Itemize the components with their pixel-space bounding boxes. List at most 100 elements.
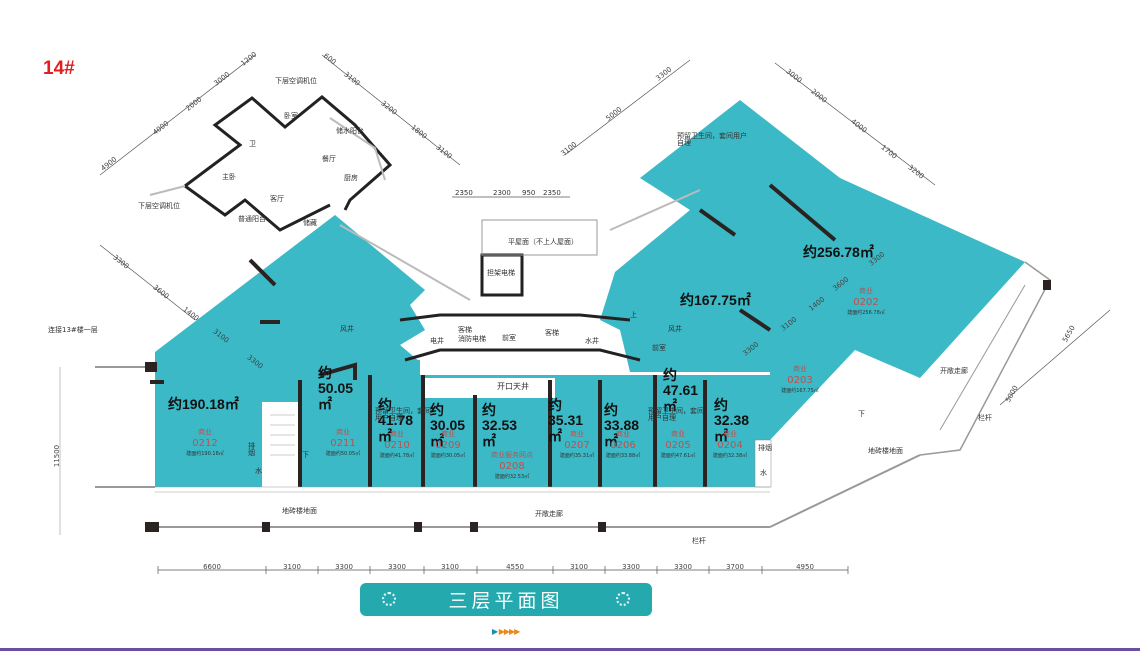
page-indicator-arrows-icon: ▶ ▶▶▶▶	[492, 627, 520, 636]
unit-area-right	[600, 100, 1025, 440]
bottom-dimension-line	[157, 566, 849, 574]
dimension-label: 4550	[506, 563, 524, 571]
floor-title: 三层平面图	[448, 590, 564, 612]
open-corridor-right-label: 开敞走廊	[940, 367, 968, 375]
unit-area-note: 建面约33.88㎡	[605, 452, 641, 459]
central-core	[339, 189, 701, 362]
reserved-wc-note: 预留卫生间，套间用户自理	[677, 132, 747, 147]
room-master: 主卧	[222, 173, 236, 181]
air-shaft-right-label: 风井	[668, 325, 682, 333]
smoke-duct-label: 排烟	[248, 442, 255, 457]
unit-number: 0211	[330, 438, 356, 450]
unit-number: 0203	[787, 375, 813, 387]
open-corridor-label: 开敞走廊	[535, 510, 563, 518]
room-living: 客厅	[270, 195, 284, 203]
unit-kind: 商业	[335, 428, 350, 436]
unit-kind: 商业服务网点	[491, 451, 533, 459]
unit-kind: 商业	[198, 428, 212, 436]
water-label: 水	[255, 467, 262, 475]
dimension-label: 3300	[335, 563, 353, 571]
unit-number: 0208	[499, 461, 525, 473]
unit-approx-area: 约256.78㎡	[803, 244, 874, 260]
floor-tiles-label: 地砖楼地面	[282, 507, 317, 515]
unit-area-note: 建面约35.31㎡	[559, 452, 595, 459]
room-bath: 卫	[249, 140, 256, 148]
unit-area-note: 建面约167.75㎡	[781, 387, 819, 394]
dimension-label: 2350	[543, 189, 561, 197]
unit-area-note: 建面约30.05㎡	[430, 452, 466, 459]
rosette-icon	[382, 592, 396, 606]
dimension-label: 3300	[674, 563, 692, 571]
room-storage: 储藏	[303, 219, 317, 227]
unit-kind: 商业	[569, 430, 584, 438]
fire-lift-label: 消防电梯	[458, 335, 486, 343]
dimension-label: 11500	[53, 444, 62, 468]
reserved-wc-note: 预留卫生间，套间用户自理	[648, 407, 704, 422]
atrium-label: 开口天井	[497, 382, 529, 391]
unit-area-note: 建面约256.78㎡	[847, 309, 885, 316]
ac-unit-lower-label: 下层空调机位	[138, 202, 180, 210]
dimension-label: 3100	[441, 563, 459, 571]
dimension-label: 2300	[493, 189, 511, 197]
upper-apartment-outline	[149, 95, 393, 232]
unit-approx-area: 约167.75㎡	[680, 292, 751, 308]
room-bedroom: 卧室	[284, 112, 298, 120]
railing-right-label: 栏杆	[978, 414, 992, 422]
floor-tiles-right-label: 地砖楼地面	[868, 447, 903, 455]
unit-number: 0209	[435, 440, 461, 452]
unit-area-note: 建面约32.38㎡	[712, 452, 748, 459]
stair-up-label: 上	[630, 311, 637, 319]
unit-area-note: 建面约190.18㎡	[186, 450, 224, 457]
room-kitchen: 厨房	[344, 174, 358, 182]
lobby-label: 前室	[502, 334, 516, 342]
unit-kind: 商业	[859, 287, 873, 295]
dimension-label: 3300	[388, 563, 406, 571]
dimension-label: 6600	[203, 563, 221, 571]
corridor-railing	[59, 261, 1051, 535]
unit-approx-area: 约 30.05㎡	[430, 402, 466, 449]
dimension-label: 4950	[796, 563, 814, 571]
room-balcony: 普通阳台	[238, 215, 266, 223]
unit-number: 0205	[665, 440, 691, 452]
floor-title-banner: 三层平面图	[360, 583, 652, 616]
building-number: 14#	[43, 58, 75, 79]
water-right-label: 水	[760, 469, 767, 477]
walls	[150, 183, 837, 487]
unit-number: 0202	[853, 297, 879, 309]
unit-number: 0206	[610, 440, 636, 452]
stair-core-left	[262, 402, 302, 487]
dimension-label: 950	[522, 189, 536, 197]
dimension-label: 3100	[570, 563, 588, 571]
dimension-label: 3300	[622, 563, 640, 571]
connect-building-13-label: 连接13#楼一层	[48, 326, 98, 334]
corridor-columns	[145, 280, 1051, 532]
diagonal-dimension-lines	[99, 54, 1111, 406]
unit-kind: 商业	[670, 430, 685, 438]
electric-shaft-label: 电井	[430, 337, 444, 345]
passenger-lift-right-label: 客梯	[545, 329, 559, 337]
unit-number: 0207	[564, 440, 590, 452]
air-shaft-left-label: 风井	[340, 325, 354, 333]
ac-unit-upper-label: 下层空调机位	[275, 77, 317, 85]
stair-left	[270, 414, 295, 456]
dimension-label: 3700	[726, 563, 744, 571]
unit-area-note: 建面约47.61㎡	[660, 452, 696, 459]
lobby-right-label: 前室	[652, 344, 666, 352]
unit-number: 0212	[192, 438, 218, 450]
unit-area-note: 建面约50.05㎡	[325, 450, 361, 457]
unit-kind: 商业	[440, 430, 455, 438]
unit-approx-area: 约190.18㎡	[168, 396, 239, 412]
storefront-doors	[155, 486, 770, 493]
smoke-duct-right-label: 排烟	[758, 444, 772, 452]
unit-kind: 商业	[722, 430, 737, 438]
passenger-lift-left-label: 客梯	[458, 326, 472, 334]
atrium-void	[425, 378, 555, 398]
